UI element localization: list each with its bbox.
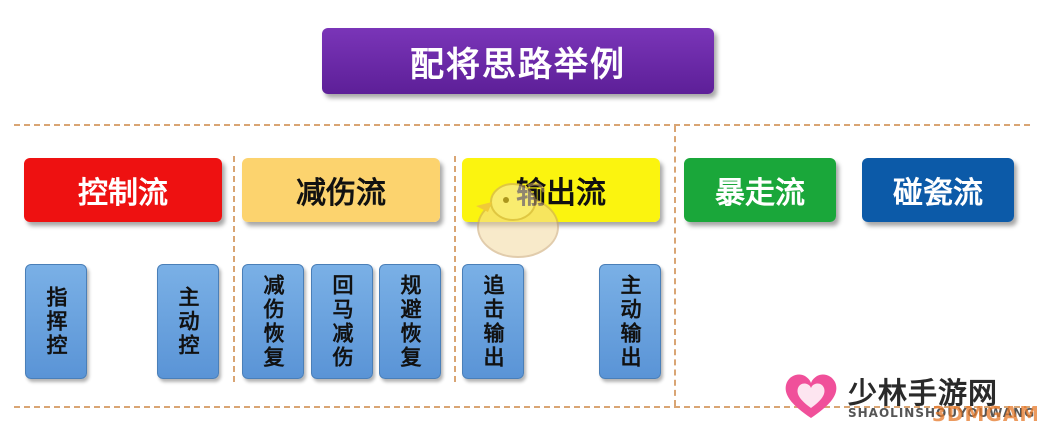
tactic-reduction-recovery-label: 减伤恢复 [261,273,285,370]
heart-logo-icon [785,374,837,418]
site-watermark: 少林手游网 SHAOLINSHOUYOUWANG 3DMGAME [782,368,1037,426]
tactic-return-reduction: 回马减伤 [311,264,373,379]
watermark-3dm-overlay: 3DMGAME [932,402,1037,426]
tactic-active-output-label: 主动输出 [618,273,642,370]
tactic-reduction-recovery: 减伤恢复 [242,264,304,379]
tactic-active-control: 主动控 [157,264,219,379]
category-damage-reduction-label: 减伤流 [296,176,386,211]
category-control-label: 控制流 [78,176,168,211]
tactic-active-control-label: 主动控 [176,285,200,358]
page-title: 配将思路举例 [322,28,714,94]
category-damage-reduction: 减伤流 [242,158,440,222]
tactic-return-reduction-label: 回马减伤 [330,273,354,370]
column-dashed-divider-1 [233,156,235,382]
tactic-evade-recovery-label: 规避恢复 [398,273,422,370]
category-control: 控制流 [24,158,222,222]
top-dashed-divider [14,124,1030,126]
category-bump-label: 碰瓷流 [893,176,983,211]
mascot-watermark-icon [476,182,559,258]
tactic-pursuit-output-label: 追击输出 [481,273,505,370]
tactic-command-control-label: 指挥控 [44,285,68,358]
category-bump: 碰瓷流 [862,158,1014,222]
tactic-pursuit-output: 追击输出 [462,264,524,379]
section-dashed-divider [674,126,676,406]
tactic-command-control: 指挥控 [25,264,87,379]
watermark-site-name: 少林手游网 [848,376,999,410]
tactic-active-output: 主动输出 [599,264,661,379]
bottom-dashed-divider [14,406,1030,408]
column-dashed-divider-2 [454,156,456,382]
tactic-evade-recovery: 规避恢复 [379,264,441,379]
watermark-site-pinyin: SHAOLINSHOUYOUWANG [848,406,1036,420]
category-rampage-label: 暴走流 [715,176,805,211]
category-rampage: 暴走流 [684,158,836,222]
